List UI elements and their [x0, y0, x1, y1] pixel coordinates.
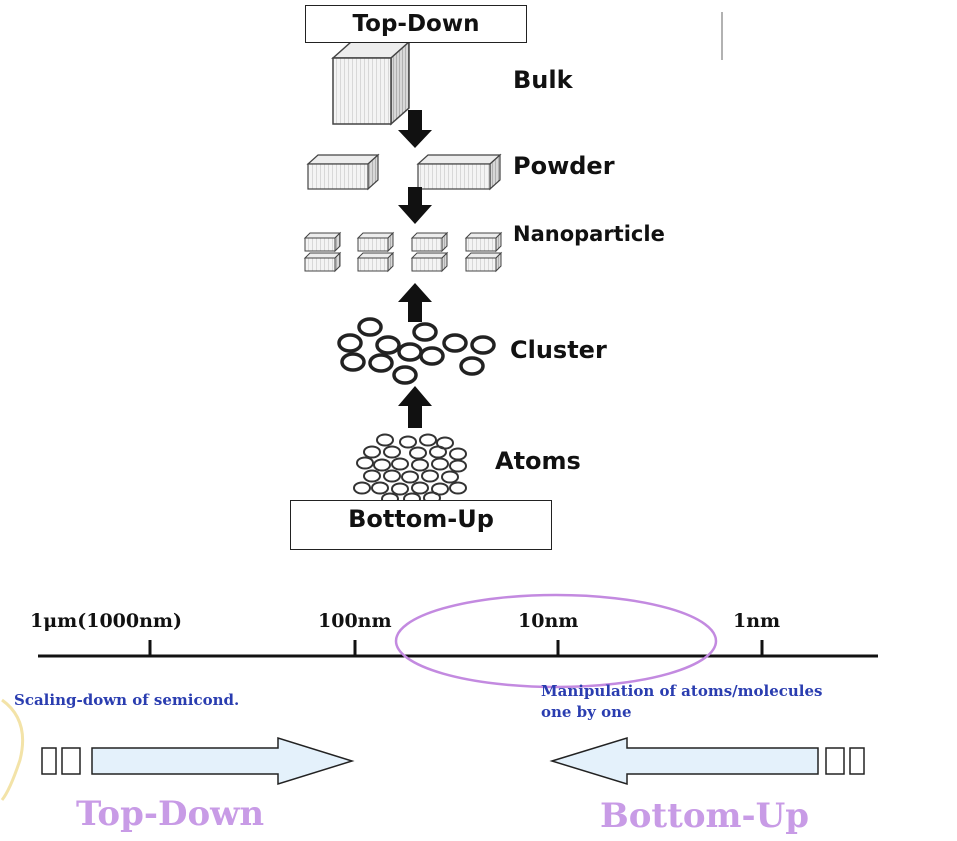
atom-ring	[371, 481, 389, 495]
atom-ring	[409, 446, 427, 460]
nanoparticle-cube	[465, 237, 497, 252]
nanoparticle-cube	[411, 257, 443, 272]
nanoparticle-cube	[357, 237, 389, 252]
left-note: Scaling-down of semicond.	[14, 691, 240, 709]
nanoparticle-cube	[411, 237, 443, 252]
bottom-up-box-label: Bottom-Up	[348, 505, 494, 533]
atom-ring	[363, 469, 381, 483]
nanoparticle-cubes-icon	[303, 231, 503, 273]
tick-label-1um: 1μm(1000nm)	[30, 610, 183, 632]
atom-ring	[449, 447, 467, 461]
arrow-down-icon	[398, 187, 432, 224]
right-note-line2: one by one	[541, 703, 632, 721]
stage-label-bulk: Bulk	[513, 66, 573, 94]
arrow-down-icon	[398, 110, 432, 148]
small-block	[825, 747, 845, 775]
atom-ring	[383, 445, 401, 459]
stage-label-cluster: Cluster	[510, 336, 607, 364]
top-down-box: Top-Down	[305, 5, 527, 43]
atom-ring	[363, 445, 381, 459]
atom-ring	[391, 482, 409, 496]
cluster-rings-icon	[337, 317, 496, 385]
bottom-up-big-label: Bottom-Up	[600, 796, 810, 836]
tick-label-10nm: 10nm	[518, 610, 579, 632]
bottom-up-arrow	[549, 736, 819, 786]
atom-ring	[399, 435, 417, 449]
nanoparticle-cube	[465, 257, 497, 272]
nanoparticle-cube	[303, 232, 342, 239]
atoms-rings-icon	[353, 433, 467, 506]
top-down-arrow	[91, 736, 355, 786]
top-down-big-label: Top-Down	[76, 794, 265, 834]
arrow-up-icon	[398, 283, 432, 322]
bulk-cube-icon	[331, 40, 411, 126]
atom-ring	[419, 433, 437, 447]
atom-ring	[411, 481, 429, 495]
small-block	[61, 747, 81, 775]
arrow-up-icon	[398, 386, 432, 428]
atom-ring	[431, 457, 449, 471]
atom-ring	[383, 469, 401, 483]
atom-ring	[376, 433, 394, 447]
nanoparticle-cube	[304, 237, 336, 252]
atom-ring	[441, 470, 459, 484]
nanoparticle-cube	[410, 232, 449, 239]
atom-ring	[373, 458, 391, 472]
atom-ring	[411, 458, 429, 472]
right-note-line1: Manipulation of atoms/molecules	[541, 682, 823, 700]
small-block	[41, 747, 57, 775]
nanoparticle-cube	[304, 257, 336, 272]
small-block	[849, 747, 865, 775]
atom-ring	[429, 445, 447, 459]
stage-label-atoms: Atoms	[495, 447, 581, 475]
tick-label-100nm: 100nm	[318, 610, 392, 632]
atom-ring	[421, 469, 439, 483]
stage-label-nanoparticle: Nanoparticle	[513, 222, 665, 246]
nanoparticle-cube	[410, 252, 449, 259]
tick-label-1nm: 1nm	[733, 610, 781, 632]
nanoparticle-cube	[357, 257, 389, 272]
nanoparticle-cube	[464, 252, 503, 259]
decoration-curve	[0, 698, 25, 801]
atom-ring	[391, 457, 409, 471]
atom-ring	[353, 481, 371, 495]
bottom-up-box: Bottom-Up	[290, 500, 552, 550]
nanoparticle-cube	[356, 252, 395, 259]
atom-ring	[449, 459, 467, 473]
atom-ring	[356, 456, 374, 470]
top-down-box-label: Top-Down	[352, 11, 480, 37]
atom-ring	[449, 481, 467, 495]
nanoscale-ellipse	[394, 593, 718, 689]
stage-label-powder: Powder	[513, 152, 615, 180]
atom-ring	[431, 482, 449, 496]
atom-ring	[401, 470, 419, 484]
nanoparticle-cube	[303, 252, 342, 259]
nanoparticle-cube	[356, 232, 395, 239]
powder-cubes-icon	[306, 153, 502, 191]
nanoparticle-cube	[464, 232, 503, 239]
